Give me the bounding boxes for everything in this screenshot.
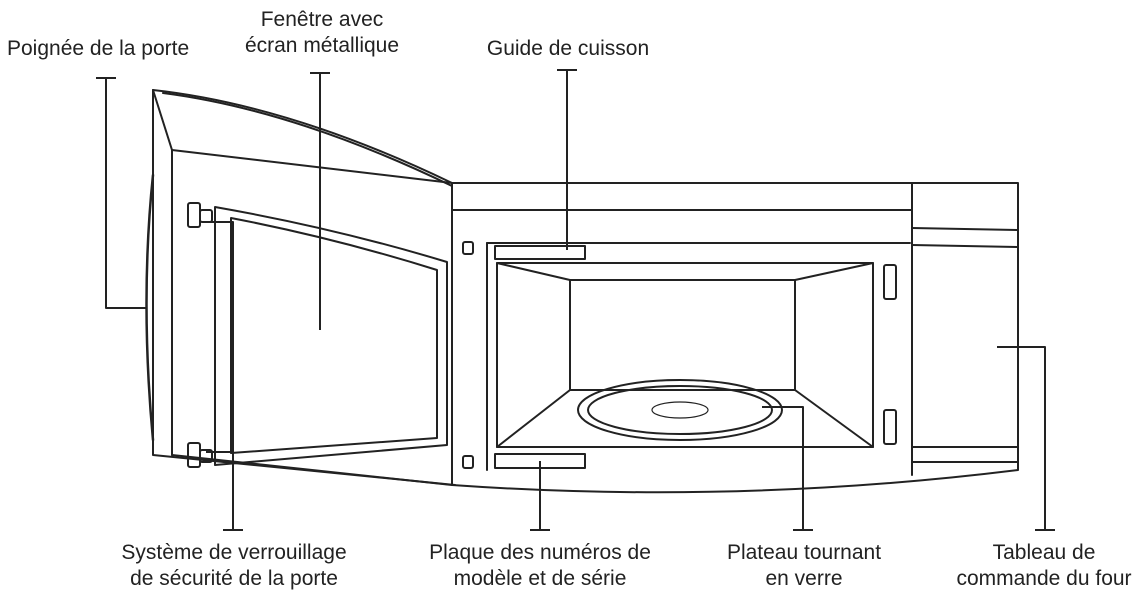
- label-model-plate-line1: Plaque des numéros de: [429, 541, 651, 564]
- label-model-plate-line2: modèle et de série: [453, 567, 627, 590]
- label-door-handle: Poignée de la porte: [7, 37, 190, 60]
- label-door-lock-line1: Système de verrouillage: [121, 541, 347, 564]
- cooking-guide-plate: [494, 245, 586, 260]
- label-door-lock-line2: de sécurité de la porte: [130, 567, 338, 590]
- door-latch-bottom: [187, 442, 213, 468]
- door-window-screen: [230, 217, 438, 454]
- label-turntable-line2: en verre: [765, 567, 843, 590]
- callout-lines: [96, 69, 1055, 531]
- microwave-body: [451, 182, 1019, 494]
- label-control-panel: Tableau de commande du four: [956, 540, 1131, 592]
- label-turntable: Plateau tournant en verre: [727, 540, 881, 592]
- microwave-door: [145, 89, 456, 486]
- door-latch-top: [187, 202, 213, 228]
- label-window: Fenêtre avec écran métallique: [245, 7, 399, 59]
- label-model-plate: Plaque des numéros de modèle et de série: [429, 540, 651, 592]
- door-handle-shape: [145, 173, 155, 442]
- label-control-panel-line1: Tableau de: [992, 541, 1096, 564]
- label-control-panel-line2: commande du four: [956, 567, 1132, 590]
- door-window-frame: [214, 206, 448, 466]
- label-door-lock: Système de verrouillage de sécurité de l…: [121, 540, 346, 592]
- label-window-line2: écran métallique: [244, 34, 400, 57]
- label-window-line1: Fenêtre avec: [260, 8, 384, 31]
- label-cooking-guide: Guide de cuisson: [486, 37, 650, 60]
- glass-turntable: [577, 379, 783, 441]
- label-turntable-line1: Plateau tournant: [726, 541, 882, 564]
